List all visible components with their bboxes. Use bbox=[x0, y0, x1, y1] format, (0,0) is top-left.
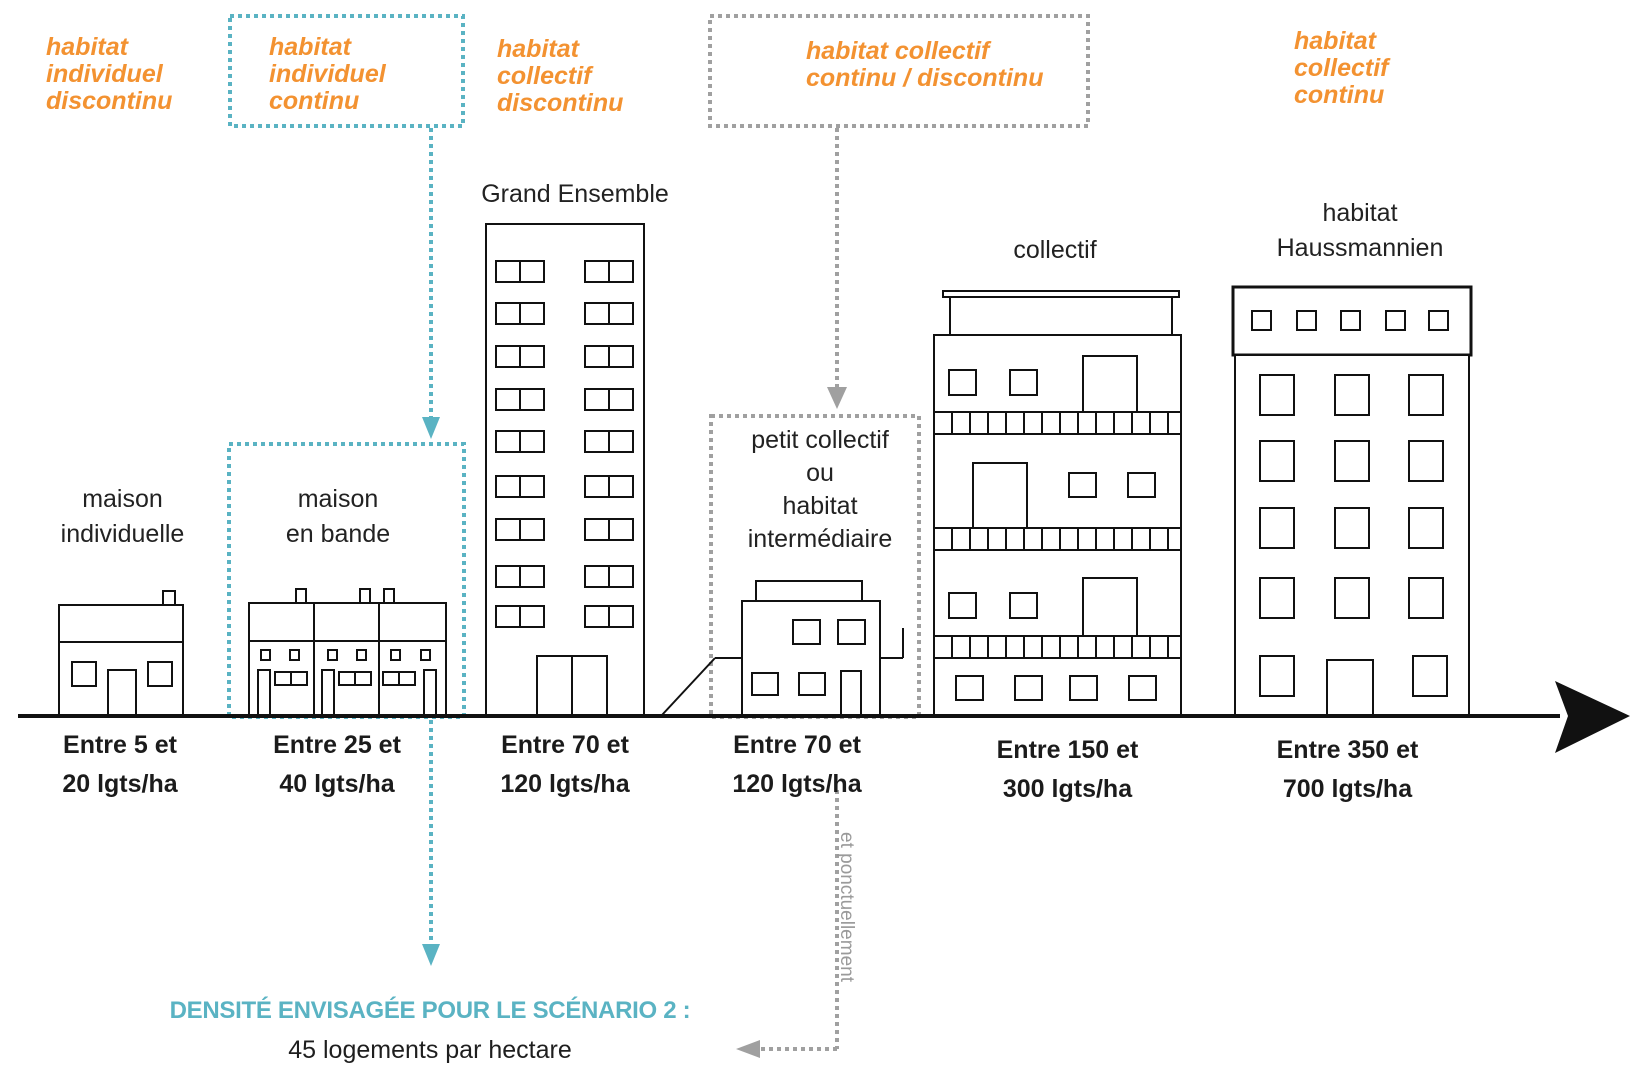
density-label-maison-en-bande: Entre 25 et 40 lgts/ha bbox=[247, 726, 427, 804]
building-label-line: Grand Ensemble bbox=[481, 180, 669, 208]
density-line: 20 lgts/ha bbox=[62, 770, 178, 798]
category-line: continu / discontinu bbox=[806, 64, 1044, 92]
category-line: discontinu bbox=[46, 87, 173, 115]
density-line: Entre 25 et bbox=[273, 731, 401, 759]
category-line: habitat bbox=[1294, 27, 1376, 55]
highlight-box-collectif-mixte bbox=[708, 14, 1090, 128]
category-line: habitat bbox=[46, 33, 128, 61]
building-label-petit-collectif: petit collectif ou habitat intermédiaire bbox=[720, 424, 920, 556]
density-line: 120 lgts/ha bbox=[500, 770, 630, 798]
density-line: 40 lgts/ha bbox=[279, 770, 395, 798]
category-collectif-continu-discontinu: habitat collectif continu / discontinu bbox=[806, 38, 1043, 92]
haussmann-building-icon bbox=[1231, 285, 1473, 716]
density-line: Entre 350 et bbox=[1276, 736, 1419, 764]
category-line: discontinu bbox=[497, 89, 624, 117]
building-label-maison-en-bande: maison en bande bbox=[258, 482, 418, 552]
building-label-line: maison bbox=[297, 485, 379, 513]
building-label-haussmannien: habitat Haussmannien bbox=[1245, 196, 1475, 266]
building-label-line: habitat bbox=[782, 492, 858, 520]
highlight-box-individuel-continu bbox=[228, 14, 465, 128]
category-line: collectif bbox=[497, 62, 592, 90]
density-line: Entre 150 et bbox=[996, 736, 1139, 764]
small-apartment-icon bbox=[661, 580, 904, 716]
arrow-teal-bottom bbox=[422, 720, 440, 966]
category-line: collectif bbox=[1294, 54, 1389, 82]
arrow-grey-top bbox=[827, 128, 847, 409]
building-label-line: habitat bbox=[1322, 199, 1398, 227]
category-line: continu bbox=[269, 87, 360, 115]
building-label-collectif: collectif bbox=[970, 233, 1140, 268]
arrow-grey-bottom bbox=[736, 790, 839, 1058]
building-label-line: collectif bbox=[1013, 236, 1097, 264]
category-individuel-discontinu: habitat individuel discontinu bbox=[46, 34, 172, 115]
category-line: habitat collectif bbox=[806, 37, 990, 65]
row-houses-icon bbox=[248, 588, 447, 716]
scenario-value: 45 logements par hectare bbox=[288, 1036, 572, 1064]
building-label-line: intermédiaire bbox=[747, 525, 893, 553]
building-label-line: ou bbox=[806, 459, 834, 487]
building-label-maison-individuelle: maison individuelle bbox=[40, 482, 205, 552]
axis-arrow-head bbox=[1555, 681, 1630, 753]
building-label-line: Haussmannien bbox=[1276, 234, 1444, 262]
density-label-haussmannien: Entre 350 et 700 lgts/ha bbox=[1245, 731, 1450, 809]
scenario-title: DENSITÉ ENVISAGÉE POUR LE SCÉNARIO 2 : bbox=[169, 997, 691, 1024]
building-label-line: maison bbox=[82, 485, 163, 513]
highlight-box-petit-collectif bbox=[709, 414, 921, 719]
arrow-teal-top bbox=[422, 128, 440, 439]
side-note-ponctuellement: et ponctuellement bbox=[836, 832, 857, 982]
category-line: continu bbox=[1294, 81, 1385, 109]
building-label-line: en bande bbox=[285, 520, 391, 548]
category-collectif-continu: habitat collectif continu bbox=[1294, 28, 1388, 109]
tower-block-icon bbox=[485, 223, 645, 716]
density-label-grand-ensemble: Entre 70 et 120 lgts/ha bbox=[470, 726, 660, 804]
category-line: habitat bbox=[269, 33, 351, 61]
category-line: habitat bbox=[497, 35, 579, 63]
density-label-petit-collectif: Entre 70 et 120 lgts/ha bbox=[702, 726, 892, 804]
building-label-line: petit collectif bbox=[751, 426, 889, 454]
density-line: 120 lgts/ha bbox=[732, 770, 862, 798]
house-icon bbox=[58, 590, 184, 716]
density-line: 700 lgts/ha bbox=[1282, 775, 1413, 803]
density-line: Entre 5 et bbox=[63, 731, 177, 759]
apartment-building-icon bbox=[933, 290, 1182, 716]
density-line: Entre 70 et bbox=[501, 731, 629, 759]
category-collectif-discontinu: habitat collectif discontinu bbox=[497, 36, 623, 117]
density-label-maison-individuelle: Entre 5 et 20 lgts/ha bbox=[30, 726, 210, 804]
density-line: Entre 70 et bbox=[733, 731, 861, 759]
building-label-line: individuelle bbox=[60, 520, 185, 548]
density-label-collectif: Entre 150 et 300 lgts/ha bbox=[965, 731, 1170, 809]
category-line: individuel bbox=[46, 60, 163, 88]
density-line: 300 lgts/ha bbox=[1002, 775, 1133, 803]
building-label-grand-ensemble: Grand Ensemble bbox=[455, 177, 695, 212]
category-line: individuel bbox=[269, 60, 386, 88]
category-individuel-continu: habitat individuel continu bbox=[269, 34, 386, 115]
